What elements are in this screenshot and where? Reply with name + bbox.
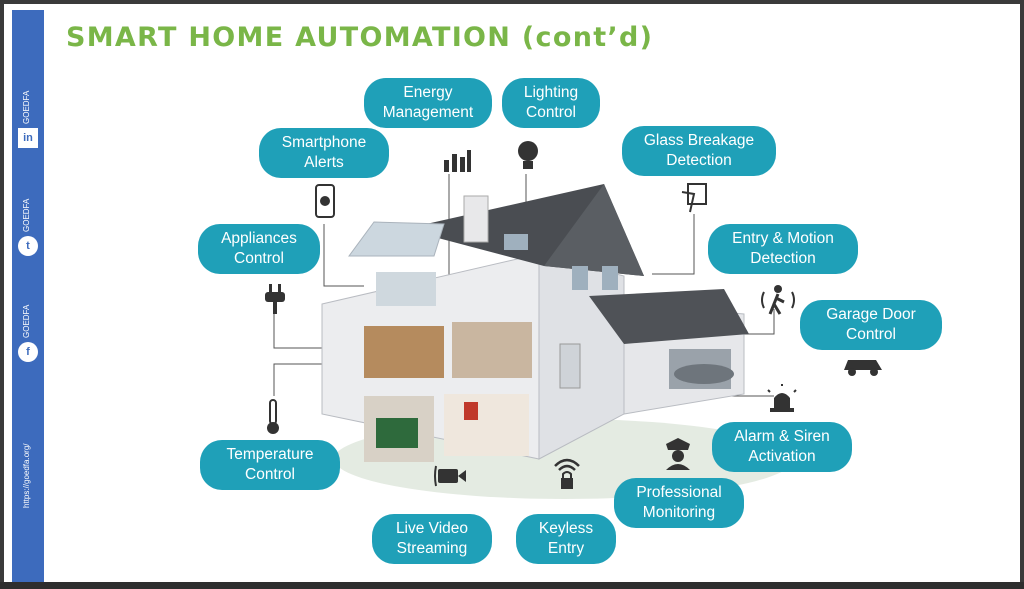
live-video-label: Live Video Streaming — [395, 520, 469, 557]
glass-breakage-label: Glass Breakage Detection — [643, 132, 755, 169]
video-camera-icon — [434, 465, 466, 487]
bottom-strip — [0, 582, 1024, 589]
thermometer-icon — [267, 399, 279, 434]
motion-sensor-icon — [761, 285, 795, 315]
keyless-entry-label: Keyless Entry — [538, 520, 594, 557]
lighting-control-label: Lighting Control — [523, 84, 579, 121]
energy-management-pill[interactable]: Energy Management — [364, 78, 492, 128]
professional-monitoring-pill[interactable]: Professional Monitoring — [614, 478, 744, 528]
lightbulb-icon — [518, 141, 538, 169]
smartphone-icon — [315, 184, 335, 218]
plug-icon — [265, 284, 285, 314]
siren-icon — [767, 384, 797, 412]
sidebar-item-linkedin[interactable]: GOEDFA in — [12, 90, 44, 160]
glass-breakage-pill[interactable]: Glass Breakage Detection — [622, 126, 776, 176]
energy-management-label: Energy Management — [382, 84, 474, 121]
garage-door-label: Garage Door Control — [826, 306, 916, 343]
facebook-icon[interactable]: f — [18, 342, 38, 362]
slide: GOEDFA in GOEDFA t GOEDFA f https://goed… — [4, 4, 1020, 582]
energy-chart-icon — [444, 150, 471, 172]
professional-monitoring-label: Professional Monitoring — [636, 484, 722, 521]
temperature-control-label: Temperature Control — [226, 446, 314, 483]
keyless-entry-pill[interactable]: Keyless Entry — [516, 514, 616, 564]
social-sidebar: GOEDFA in GOEDFA t GOEDFA f https://goed… — [12, 10, 44, 582]
twitter-icon[interactable]: t — [18, 236, 38, 256]
appliances-control-pill[interactable]: Appliances Control — [198, 224, 320, 274]
security-guard-icon — [666, 438, 690, 470]
sidebar-item-twitter[interactable]: GOEDFA t — [12, 198, 44, 268]
entry-motion-label: Entry & Motion Detection — [732, 230, 834, 267]
page-title: SMART HOME AUTOMATION (cont’d) — [66, 22, 654, 53]
sidebar-item-facebook[interactable]: GOEDFA f — [12, 302, 44, 372]
wireless-lock-icon — [554, 458, 580, 489]
linkedin-icon[interactable]: in — [18, 128, 38, 148]
car-icon — [844, 360, 882, 376]
live-video-pill[interactable]: Live Video Streaming — [372, 514, 492, 564]
alarm-siren-label: Alarm & Siren Activation — [734, 428, 830, 465]
appliances-control-label: Appliances Control — [221, 230, 297, 267]
alarm-siren-pill[interactable]: Alarm & Siren Activation — [712, 422, 852, 472]
temperature-control-pill[interactable]: Temperature Control — [200, 440, 340, 490]
lighting-control-pill[interactable]: Lighting Control — [502, 78, 600, 128]
smartphone-alerts-pill[interactable]: Smartphone Alerts — [259, 128, 389, 178]
smartphone-alerts-label: Smartphone Alerts — [281, 134, 367, 171]
entry-motion-pill[interactable]: Entry & Motion Detection — [708, 224, 858, 274]
garage-door-pill[interactable]: Garage Door Control — [800, 300, 942, 350]
broken-glass-icon — [681, 183, 707, 213]
